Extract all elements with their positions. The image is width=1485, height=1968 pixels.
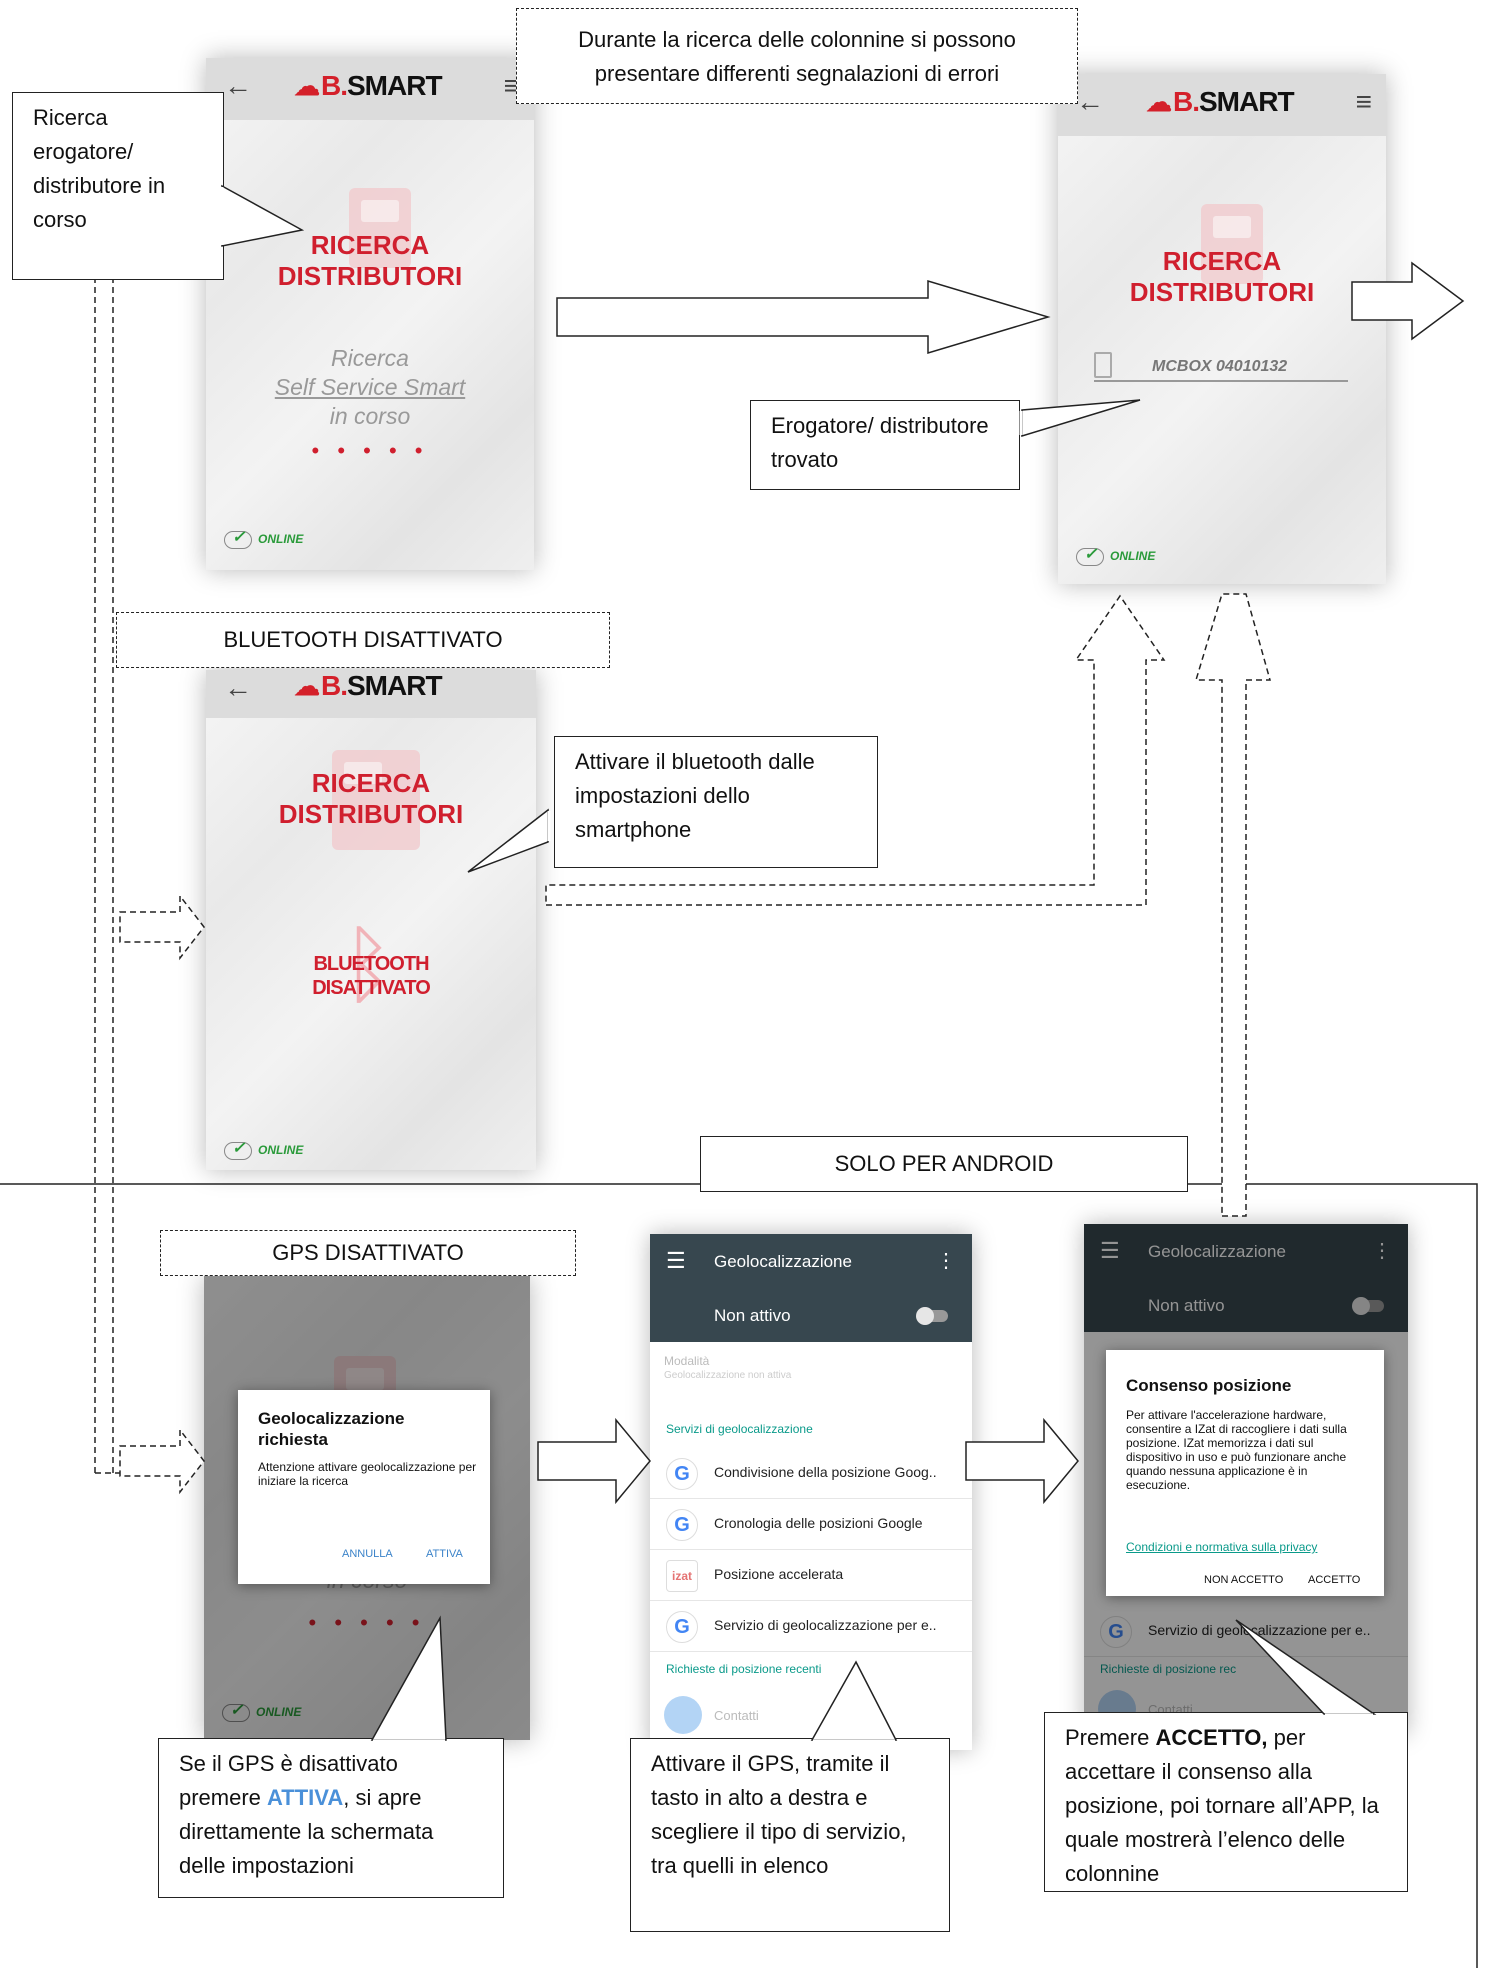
app-bar: ← ☁B.SMART ≡: [1058, 74, 1386, 136]
progress-dots: • • • • •: [311, 438, 429, 463]
online-status: ONLINE: [224, 1138, 303, 1160]
arrow-settings-to-consent: [965, 1417, 1079, 1505]
screen-android-location-settings: ☰ Geolocalizzazione ⋮ Non attivo Modalit…: [650, 1234, 972, 1750]
back-arrow-icon[interactable]: ←: [224, 70, 252, 101]
cloud-check-icon: [1076, 544, 1104, 566]
google-icon: G: [666, 1611, 698, 1643]
google-icon: G: [666, 1458, 698, 1490]
mode-label: Modalità: [664, 1354, 710, 1368]
services-header: Servizi di geolocalizzazione: [666, 1422, 813, 1436]
izat-icon: izat: [666, 1560, 698, 1592]
app-bar: ← ☁B.SMART: [206, 670, 536, 718]
decline-button[interactable]: NON ACCETTO: [1204, 1574, 1284, 1586]
back-arrow-icon[interactable]: ←: [224, 672, 252, 703]
consent-title: Consenso posizione: [1126, 1376, 1292, 1395]
device-name: MCBOX 04010132: [1152, 358, 1288, 375]
dashed-arrow-to-gps: [119, 1427, 205, 1495]
pump-small-icon: [1094, 352, 1112, 378]
callout-device-found: Erogatore/ distributore trovato: [750, 400, 1020, 490]
location-toggle-row[interactable]: Non attivo: [650, 1292, 972, 1342]
found-device-row[interactable]: MCBOX 04010132: [1094, 352, 1348, 382]
callout-activate-bluetooth: Attivare il bluetooth dalle impostazioni…: [554, 736, 878, 868]
settings-title: Geolocalizzazione: [714, 1252, 852, 1271]
cloud-check-icon: [224, 527, 252, 549]
location-status: Non attivo: [714, 1306, 791, 1325]
bsmart-logo: ☁B.SMART: [294, 670, 443, 701]
menu-icon[interactable]: ≡: [503, 70, 520, 101]
bsmart-logo: ☁B.SMART: [1146, 86, 1295, 117]
gps-dialog: Geolocalizzazione richiesta Attenzione a…: [238, 1390, 490, 1584]
cancel-button[interactable]: ANNULLA: [342, 1548, 393, 1560]
callout-press-accept: Premere ACCETTO, per accettare il consen…: [1044, 1712, 1408, 1892]
google-icon: G: [666, 1509, 698, 1541]
recent-request-item[interactable]: Contatti: [714, 1708, 759, 1723]
back-arrow-icon[interactable]: ←: [1076, 86, 1104, 117]
contacts-avatar-icon: [664, 1696, 702, 1734]
arrow-gps-to-settings: [537, 1417, 651, 1505]
recent-requests-header: Richieste di posizione recenti: [666, 1662, 822, 1676]
fuel-pump-icon: [349, 188, 411, 268]
callout-search-in-progress: Ricerca erogatore/ distributore in corso: [12, 92, 224, 280]
gps-dialog-title: Geolocalizzazione richiesta: [258, 1409, 405, 1449]
online-status: ONLINE: [224, 527, 303, 549]
cloud-check-icon: [224, 1138, 252, 1160]
accept-button[interactable]: ACCETTO: [1308, 1574, 1361, 1586]
arrow-search-to-found: [556, 279, 1051, 355]
more-options-icon[interactable]: ⋮: [936, 1250, 956, 1272]
mode-value: Geolocalizzazione non attiva: [664, 1370, 792, 1381]
label-gps-off: GPS DISATTIVATO: [160, 1230, 576, 1276]
privacy-link[interactable]: Condizioni e normativa sulla privacy: [1126, 1540, 1318, 1554]
bluetooth-icon: ᛒ: [342, 917, 394, 1013]
online-status: ONLINE: [1076, 544, 1155, 566]
callout-press-activate: Se il GPS è disattivato premere ATTIVA, …: [158, 1738, 504, 1898]
menu-icon[interactable]: ≡: [1355, 86, 1372, 117]
fuel-pump-icon: [1201, 204, 1263, 284]
gps-dialog-body: Attenzione attivare geolocalizzazione pe…: [258, 1460, 477, 1488]
dashed-arrow-to-bt: [119, 893, 205, 961]
app-bar: ← ☁B.SMART ≡: [206, 58, 534, 120]
screen-gps-required: in corso • • • • • ONLINE Geolocalizzazi…: [204, 1276, 530, 1740]
location-toggle[interactable]: [916, 1307, 948, 1325]
dashed-arrow-consent-to-found: [1194, 593, 1271, 1217]
settings-toolbar: ☰ Geolocalizzazione ⋮: [650, 1234, 972, 1292]
label-bluetooth-off: BLUETOOTH DISATTIVATO: [116, 612, 610, 668]
label-errors-note: Durante la ricerca delle colonnine si po…: [516, 8, 1078, 104]
label-android-only: SOLO PER ANDROID: [700, 1136, 1188, 1192]
consent-body: Per attivare l'accelerazione hardware, c…: [1126, 1408, 1347, 1492]
fuel-pump-icon: [332, 750, 420, 850]
hamburger-icon[interactable]: ☰: [666, 1248, 686, 1273]
activate-button[interactable]: ATTIVA: [426, 1548, 463, 1560]
consent-dialog: Consenso posizione Per attivare l'accele…: [1106, 1350, 1384, 1596]
bsmart-logo: ☁B.SMART: [294, 70, 443, 101]
callout-activate-gps: Attivare il GPS, tramite il tasto in alt…: [630, 1738, 950, 1932]
